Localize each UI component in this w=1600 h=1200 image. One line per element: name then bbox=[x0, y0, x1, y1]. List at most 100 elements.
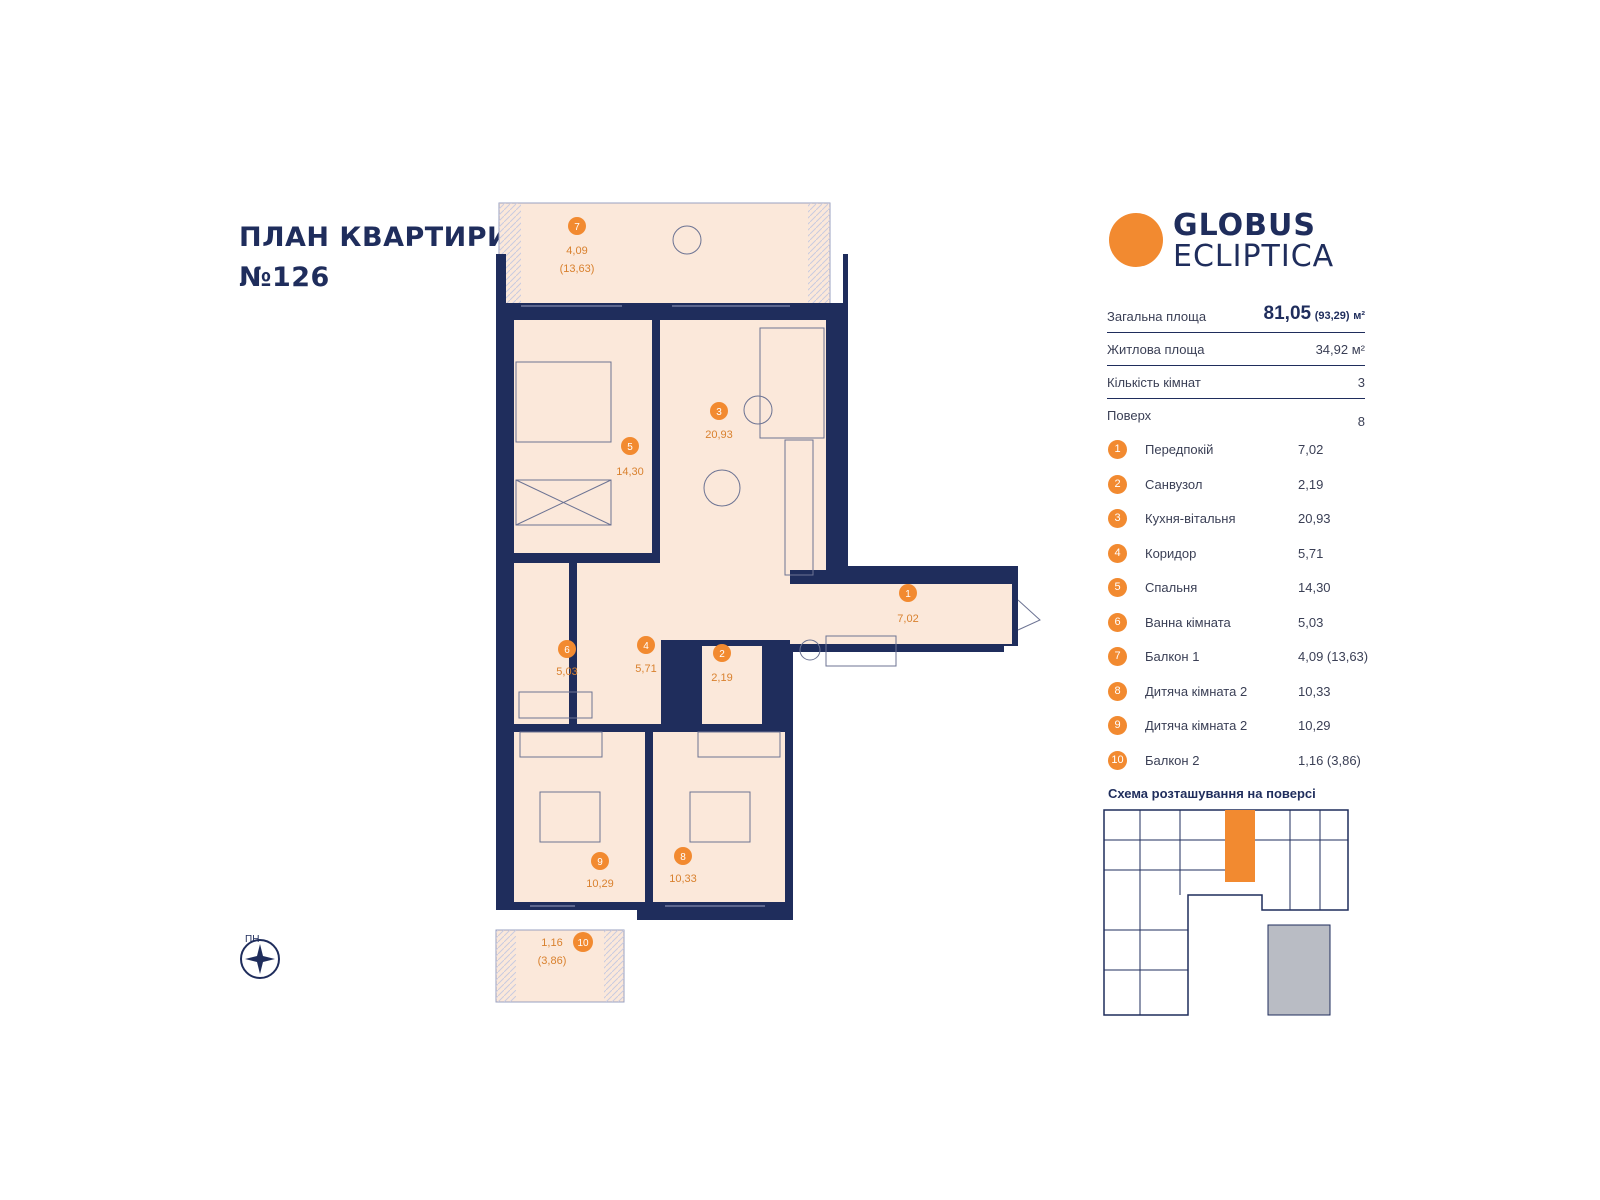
svg-text:7,02: 7,02 bbox=[897, 613, 918, 625]
svg-text:4,09: 4,09 bbox=[566, 245, 587, 257]
room-name: Кухня-вітальня bbox=[1145, 511, 1236, 526]
room-number-badge: 8 bbox=[1108, 681, 1127, 701]
svg-text:8: 8 bbox=[680, 852, 686, 863]
stat-total-value-group: 81,05 (93,29) м² bbox=[1264, 303, 1365, 325]
svg-text:10: 10 bbox=[577, 938, 589, 949]
room-area: 1,16 (3,86) bbox=[1298, 752, 1361, 768]
room-number-badge: 10 bbox=[1108, 750, 1127, 770]
room-label-7: 7 4,09 (13,63) bbox=[560, 217, 595, 275]
room-number-badge: 2 bbox=[1108, 474, 1127, 494]
stat-rooms-label: Кількість кімнат bbox=[1107, 375, 1201, 390]
room-label-4: 4 5,71 bbox=[635, 636, 657, 675]
compass-label: ПН bbox=[245, 934, 260, 945]
brand-line-2: ECLIPTICA bbox=[1173, 239, 1335, 274]
room-number-badge: 5 bbox=[1108, 578, 1127, 597]
balcony-2-floor bbox=[495, 929, 625, 1003]
stat-floor-value: 8 bbox=[1357, 414, 1365, 429]
room-name: Дитяча кімната 2 bbox=[1145, 683, 1248, 699]
svg-text:1,16: 1,16 bbox=[541, 937, 562, 949]
svg-text:5,71: 5,71 bbox=[635, 663, 656, 675]
room-3-floor bbox=[660, 320, 826, 570]
list-item: 2 Санвузол 2,19 bbox=[1108, 474, 1378, 510]
planter-b2-left bbox=[496, 930, 516, 1002]
floor-scheme-minimap bbox=[1103, 809, 1349, 1016]
title-line-1: ПЛАН КВАРТИРИ bbox=[239, 222, 511, 253]
room-9-floor bbox=[514, 732, 645, 902]
svg-text:7: 7 bbox=[574, 222, 580, 233]
room-list: 1 Передпокій 7,02 2 Санвузол 2,19 3 Кухня-віт… bbox=[1108, 440, 1378, 785]
window-lines bbox=[521, 305, 790, 907]
svg-text:2: 2 bbox=[719, 649, 725, 660]
svg-text:2,19: 2,19 bbox=[711, 672, 732, 684]
brand-line-1: GLOBUS bbox=[1173, 208, 1317, 243]
room-label-10: 10 1,16 (3,86) bbox=[538, 932, 593, 967]
brand-name: GLOBUS ECLIPTICA bbox=[1173, 210, 1334, 272]
list-item: 9 Дитяча кімната 2 10,29 bbox=[1108, 716, 1378, 751]
room-name: Балкон 2 bbox=[1145, 752, 1200, 768]
room-label-3: 3 20,93 bbox=[705, 402, 733, 441]
stat-living-area: Житлова площа 34,92 м² bbox=[1107, 333, 1365, 366]
room-label-5: 5 14,30 bbox=[616, 437, 644, 478]
stat-total-extra: (93,29) bbox=[1314, 310, 1350, 322]
entry-door bbox=[1017, 599, 1041, 631]
building-outline bbox=[1103, 809, 1349, 1016]
svg-text:5: 5 bbox=[627, 442, 633, 453]
stat-total-value: 81,05 bbox=[1263, 303, 1312, 324]
stat-living-value: 34,92 м² bbox=[1315, 342, 1365, 357]
svg-text:3: 3 bbox=[716, 407, 722, 418]
list-item: 10 Балкон 2 1,16 (3,86) bbox=[1108, 750, 1378, 786]
svg-text:10,33: 10,33 bbox=[669, 873, 697, 885]
stat-rooms-value: 3 bbox=[1357, 375, 1365, 390]
room-area: 7,02 bbox=[1298, 442, 1324, 457]
room-name: Санвузол bbox=[1145, 476, 1203, 492]
room-area: 5,03 bbox=[1298, 614, 1324, 630]
stat-living-label: Житлова площа bbox=[1107, 342, 1205, 357]
room-number-badge: 3 bbox=[1108, 509, 1127, 528]
room-number-badge: 9 bbox=[1108, 716, 1127, 735]
balcony-1-floor bbox=[498, 202, 831, 305]
svg-text:5,03: 5,03 bbox=[556, 666, 577, 678]
svg-text:(13,63): (13,63) bbox=[560, 263, 595, 275]
room-name: Ванна кімната bbox=[1145, 614, 1231, 630]
room-area: 14,30 bbox=[1298, 580, 1331, 595]
room-label-9: 9 10,29 bbox=[586, 852, 614, 890]
room-name: Балкон 1 bbox=[1145, 649, 1200, 664]
list-item: 8 Дитяча кімната 2 10,33 bbox=[1108, 681, 1378, 717]
room-6-floor bbox=[514, 563, 569, 724]
room-area: 10,33 bbox=[1298, 683, 1331, 699]
svg-text:9: 9 bbox=[597, 857, 603, 868]
corridor-floor bbox=[660, 570, 790, 640]
svg-text:14,30: 14,30 bbox=[616, 466, 644, 478]
floor-plan: 7 4,09 (13,63) 5 14,30 3 20,93 1 7,02 6 … bbox=[495, 202, 1041, 1003]
brand-logo-circle bbox=[1109, 213, 1163, 267]
stat-total-area: Загальна площа 81,05 (93,29) м² bbox=[1107, 300, 1365, 333]
room-label-6: 6 5,03 bbox=[556, 640, 578, 678]
room-5-floor bbox=[514, 320, 652, 553]
compass-star-icon bbox=[240, 939, 280, 979]
room-area: 2,19 bbox=[1298, 476, 1324, 492]
room-label-2: 2 2,19 bbox=[711, 644, 733, 684]
stat-floor: Поверх 8 bbox=[1107, 399, 1365, 431]
svg-text:10,29: 10,29 bbox=[586, 878, 614, 890]
planter-right bbox=[808, 203, 830, 304]
svg-text:6: 6 bbox=[564, 645, 570, 656]
room-name: Коридор bbox=[1145, 545, 1197, 561]
svg-text:20,93: 20,93 bbox=[705, 429, 733, 441]
svg-text:(3,86): (3,86) bbox=[538, 955, 567, 967]
planter-b2-right bbox=[604, 930, 624, 1002]
room-area: 10,29 bbox=[1298, 718, 1331, 733]
room-area: 4,09 (13,63) bbox=[1298, 649, 1369, 664]
apartment-highlight bbox=[1225, 810, 1255, 882]
stat-floor-label: Поверх bbox=[1107, 408, 1152, 423]
annex-block bbox=[1267, 924, 1331, 1016]
room-name: Дитяча кімната 2 bbox=[1145, 718, 1248, 733]
room-number-badge: 1 bbox=[1108, 440, 1127, 459]
list-item: 1 Передпокій 7,02 bbox=[1108, 440, 1378, 475]
page-title: ПЛАН КВАРТИРИ №126 bbox=[239, 218, 510, 298]
room-name: Передпокій bbox=[1145, 442, 1214, 457]
